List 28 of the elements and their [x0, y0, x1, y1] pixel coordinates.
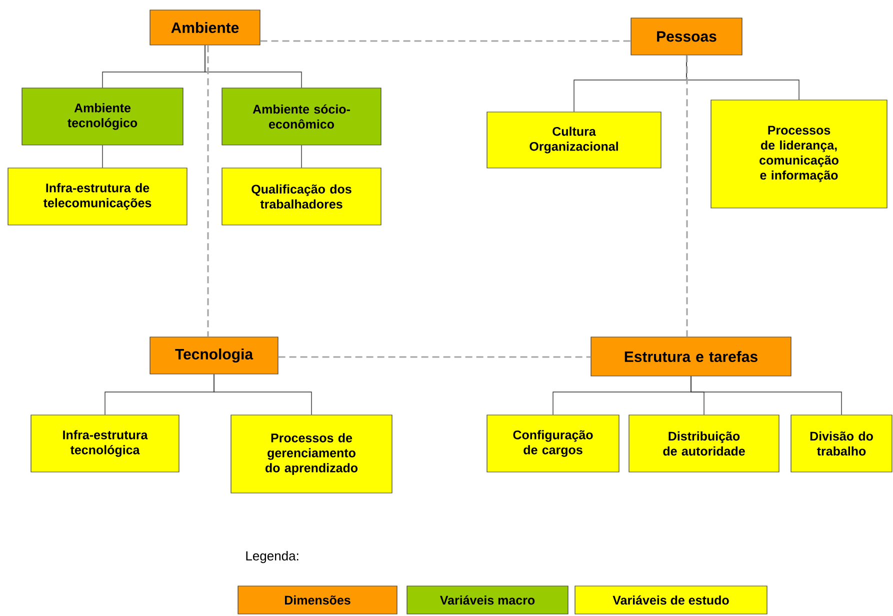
- dashed-connector: [686, 55, 688, 337]
- dashed-connector: [260, 40, 631, 42]
- dashed-connector: [207, 45, 209, 337]
- dimension-box: Tecnologia: [150, 336, 278, 374]
- study-variable-box: Processos de liderança, comunicação e informação: [710, 100, 888, 208]
- macro-variable-box: Ambiente sócio-econômico: [222, 88, 382, 146]
- study-variable-box: Processos de gerenciamento do aprendizado: [230, 414, 392, 494]
- legend-heading: Legenda:: [246, 550, 298, 564]
- study-variable-box: Qualificação dos trabalhadores: [222, 168, 382, 226]
- tree-connector: [690, 376, 842, 416]
- legend-box: Variáveis de estudo: [574, 586, 768, 614]
- legend-box: Dimensões: [238, 586, 398, 614]
- study-variable-box: Infra-estrutura de telecomunicações: [8, 168, 188, 226]
- study-variable-box: Divisão do trabalho: [790, 414, 892, 472]
- study-variable-box: Infra-estrutura tecnológica: [30, 414, 180, 472]
- study-variable-box: Configuração de cargos: [486, 414, 620, 472]
- tree-connector: [102, 144, 103, 168]
- tree-connector: [204, 44, 302, 88]
- dimension-box: Estrutura e tarefas: [590, 336, 792, 376]
- study-variable-box: Cultura Organizacional: [486, 112, 662, 168]
- dimension-box: Ambiente: [150, 10, 260, 46]
- dimension-box: Pessoas: [630, 18, 742, 56]
- legend-box: Variáveis macro: [406, 586, 568, 614]
- tree-connector: [214, 374, 312, 416]
- tree-connector: [301, 144, 302, 168]
- macro-variable-box: Ambiente tecnológico: [22, 88, 184, 146]
- dashed-connector: [278, 356, 591, 358]
- study-variable-box: Distribuição de autoridade: [628, 414, 780, 472]
